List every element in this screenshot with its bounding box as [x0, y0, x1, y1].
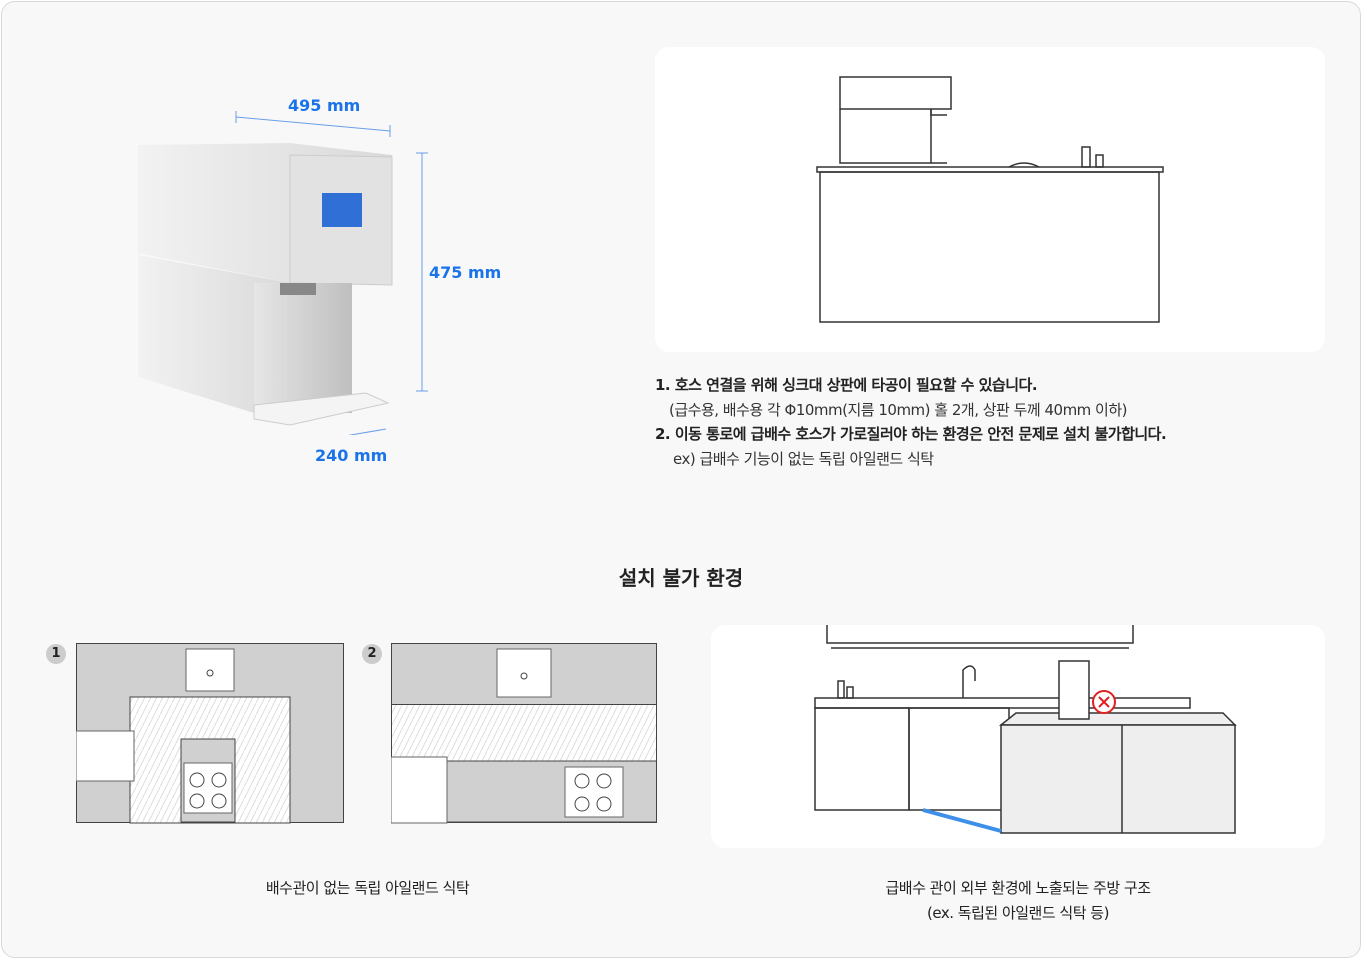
counter-illustration-card: [655, 47, 1325, 352]
badge-1: 1: [46, 644, 66, 664]
floor-plan-1: [76, 643, 344, 824]
note-1: 1. 호스 연결을 위해 싱크대 상판에 타공이 필요할 수 있습니다.: [655, 376, 1038, 394]
note-1-detail: (급수용, 배수용 각 Φ10mm(지름 10mm) 홀 2개, 상판 두께 4…: [669, 401, 1128, 419]
badge-2: 2: [362, 644, 382, 664]
note-2: 2. 이동 통로에 급배수 호스가 가로질러야 하는 환경은 안전 문제로 설치…: [655, 425, 1167, 443]
countertop-installation-drawing: [816, 76, 1164, 323]
kitchen-illustration-card: [711, 625, 1325, 848]
caption-exposed-hose-line1: 급배수 관이 외부 환경에 노출되는 주방 구조: [885, 879, 1151, 897]
width-dimension: 495 mm: [288, 96, 361, 115]
floor-plan-2: [391, 643, 657, 824]
exposed-hose-kitchen-drawing: [814, 625, 1237, 834]
water-purifier-illustration: [138, 111, 428, 435]
note-2-detail: ex) 급배수 기능이 없는 독립 아일랜드 식탁: [673, 450, 934, 468]
caption-exposed-hose-line2: (ex. 독립된 아일랜드 식탁 등): [927, 904, 1109, 922]
height-dimension: 475 mm: [429, 263, 502, 282]
caption-island-no-drain: 배수관이 없는 독립 아일랜드 식탁: [265, 879, 470, 897]
section-title: 설치 불가 환경: [618, 566, 744, 590]
depth-dimension: 240 mm: [315, 446, 388, 465]
